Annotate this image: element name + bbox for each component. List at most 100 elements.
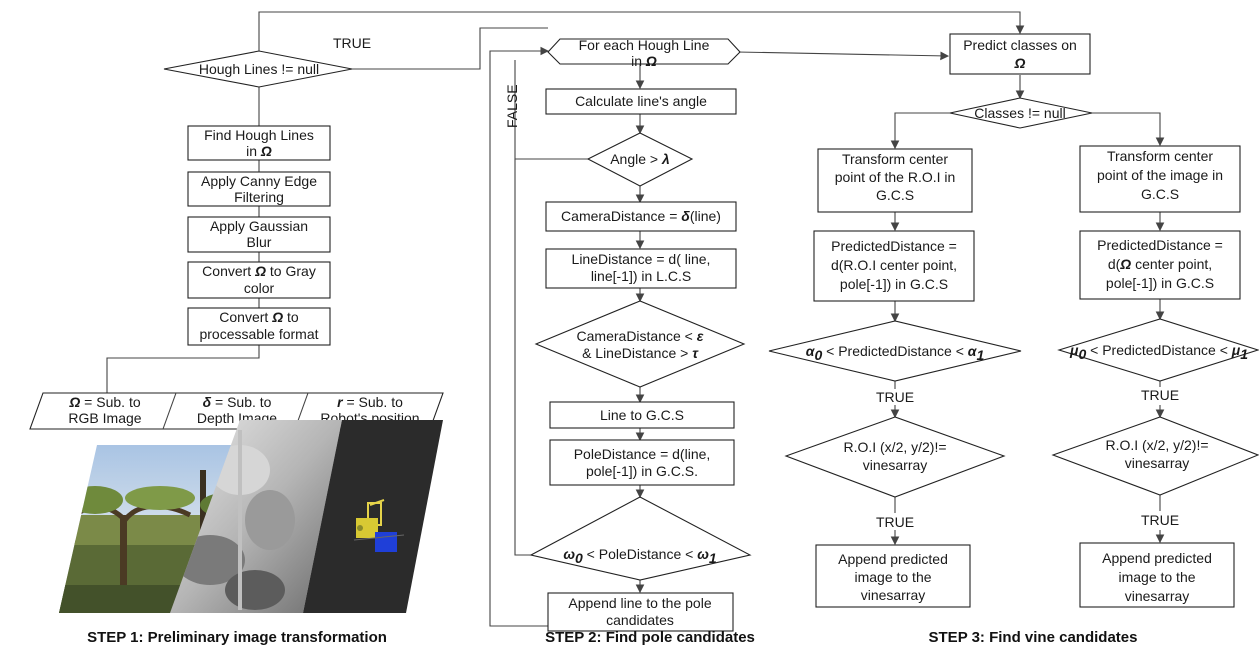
depth-image	[170, 420, 342, 613]
left-alpha-text: α0 < PredictedDistance < α1	[806, 343, 985, 363]
line-to-gcs-box: Line to G.C.S	[549, 401, 735, 429]
robot-position-image	[303, 420, 443, 613]
classes-decision: Classes != null	[949, 97, 1093, 129]
left-transform-box: Transform center point of the R.O.I in G…	[817, 148, 973, 213]
left-append-line2: image to the	[854, 569, 931, 585]
processable-box: Convert Ω to processable format	[187, 307, 331, 346]
calc-angle-text: Calculate line's angle	[575, 93, 707, 109]
true-label-step1: TRUE	[333, 35, 371, 51]
pole-distance-line1: PoleDistance = d(line,	[574, 446, 711, 462]
line-distance-box: LineDistance = d( line, line[-1]) in L.C…	[545, 248, 737, 289]
right-roi-line2: vinesarray	[1125, 455, 1190, 471]
classes-decision-text: Classes != null	[974, 105, 1065, 121]
right-append-line1: Append predicted	[1102, 550, 1212, 566]
left-alpha-decision: α0 < PredictedDistance < α1	[768, 320, 1022, 382]
right-predicted-line1: PredictedDistance =	[1097, 237, 1223, 253]
camera-distance-text: CameraDistance = δ(line)	[561, 208, 721, 224]
canny-box: Apply Canny Edge Filtering	[187, 171, 331, 207]
canny-line1: Apply Canny Edge	[201, 173, 317, 189]
hough-decision-text: Hough Lines != null	[199, 61, 319, 77]
gaussian-line2: Blur	[247, 234, 272, 250]
append-line2: candidates	[606, 612, 674, 628]
camera-distance-box: CameraDistance = δ(line)	[545, 201, 737, 232]
right-roi-decision: R.O.I (x/2, y/2)!= vinesarray	[1051, 416, 1259, 496]
step3: Predict classes on Ω Classes != null Tra…	[768, 33, 1259, 646]
right-roi-line1: R.O.I (x/2, y/2)!=	[1105, 437, 1208, 453]
predict-line2: Ω	[1014, 55, 1026, 71]
processable-line2: processable format	[199, 326, 318, 342]
right-predicted-line2: d(Ω center point,	[1108, 256, 1212, 272]
right-transform-line1: Transform center	[1107, 148, 1213, 164]
left-append-line1: Append predicted	[838, 551, 948, 567]
pole-distance-line2: pole[-1]) in G.C.S.	[586, 463, 698, 479]
right-predicted-box: PredictedDistance = d(Ω center point, po…	[1079, 230, 1241, 300]
input-depth-line1: δ = Sub. to	[203, 394, 272, 410]
right-predicted-line3: pole[-1]) in G.C.S	[1106, 275, 1214, 291]
gaussian-line1: Apply Gaussian	[210, 218, 308, 234]
input-robot-line1: r = Sub. to	[337, 394, 403, 410]
left-true-label-1: TRUE	[876, 389, 914, 405]
line-to-gcs-text: Line to G.C.S	[600, 407, 684, 423]
left-predicted-line3: pole[-1]) in G.C.S	[840, 276, 948, 292]
predict-line1: Predict classes on	[963, 37, 1077, 53]
sensor-images	[59, 420, 443, 613]
right-branch: Transform center point of the image in G…	[1051, 145, 1259, 608]
left-transform-line2: point of the R.O.I in	[835, 169, 956, 185]
left-branch: Transform center point of the R.O.I in G…	[768, 148, 1022, 608]
left-append-line3: vinesarray	[861, 587, 926, 603]
processable-line1: Convert Ω to	[219, 309, 299, 325]
left-roi-line1: R.O.I (x/2, y/2)!=	[843, 439, 946, 455]
append-line1: Append line to the pole	[568, 595, 711, 611]
left-append-box: Append predicted image to the vinesarray	[815, 544, 971, 608]
left-transform-line3: G.C.S	[876, 187, 914, 203]
right-append-box: Append predicted image to the vinesarray	[1079, 542, 1235, 608]
camera-line-decision: CameraDistance < ε & LineDistance > τ	[534, 300, 746, 388]
append-line-box: Append line to the pole candidates	[547, 592, 734, 632]
left-roi-decision: R.O.I (x/2, y/2)!= vinesarray	[784, 416, 1006, 498]
canny-line2: Filtering	[234, 189, 284, 205]
omega-decision: ω0 < PoleDistance < ω1	[529, 496, 752, 581]
step1-caption: STEP 1: Preliminary image transformation	[87, 629, 387, 646]
step3-caption: STEP 3: Find vine candidates	[929, 629, 1138, 646]
step2-caption: STEP 2: Find pole candidates	[545, 629, 755, 646]
line-distance-line2: line[-1]) in L.C.S	[591, 268, 691, 284]
step1: Hough Lines != null TRUE Find Hough Line…	[29, 35, 444, 646]
calc-angle-box: Calculate line's angle	[545, 88, 737, 115]
gray-box: Convert Ω to Gray color	[187, 261, 331, 299]
right-transform-box: Transform center point of the image in G…	[1079, 145, 1241, 213]
input-rgb-line1: Ω = Sub. to	[68, 394, 140, 410]
right-mu-text: μ0 < PredictedDistance < μ1	[1069, 342, 1248, 362]
false-label: FALSE	[504, 84, 520, 128]
angle-decision-text: Angle > λ	[610, 151, 670, 167]
left-predicted-line1: PredictedDistance =	[831, 238, 957, 254]
step2: For each Hough Line in Ω FALSE Calculate…	[504, 37, 755, 646]
for-each-line1: For each Hough Line	[579, 37, 710, 53]
right-transform-line2: point of the image in	[1097, 167, 1223, 183]
line-distance-line1: LineDistance = d( line,	[572, 251, 711, 267]
left-predicted-box: PredictedDistance = d(R.O.I center point…	[813, 230, 975, 302]
input-rgb-line2: RGB Image	[68, 410, 141, 426]
right-append-line2: image to the	[1118, 569, 1195, 585]
right-mu-decision: μ0 < PredictedDistance < μ1	[1057, 318, 1259, 382]
left-predicted-line2: d(R.O.I center point,	[831, 257, 957, 273]
right-true-label-2: TRUE	[1141, 512, 1179, 528]
camera-line-cond1: CameraDistance < ε	[577, 328, 704, 344]
gaussian-box: Apply Gaussian Blur	[187, 216, 331, 253]
hough-decision: Hough Lines != null	[163, 50, 353, 88]
find-hough-line1: Find Hough Lines	[204, 127, 314, 143]
gray-line1: Convert Ω to Gray	[202, 263, 316, 279]
camera-line-cond2: & LineDistance > τ	[582, 345, 699, 361]
pole-distance-box: PoleDistance = d(line, pole[-1]) in G.C.…	[549, 439, 735, 486]
omega-cond-text: ω0 < PoleDistance < ω1	[563, 546, 717, 566]
for-each-line2: in Ω	[631, 53, 657, 69]
left-transform-line1: Transform center	[842, 151, 948, 167]
right-transform-line3: G.C.S	[1141, 186, 1179, 202]
right-append-line3: vinesarray	[1125, 588, 1190, 604]
gray-line2: color	[244, 280, 275, 296]
angle-decision: Angle > λ	[586, 132, 694, 187]
find-hough-lines-box: Find Hough Lines in Ω	[187, 125, 331, 161]
predict-classes-box: Predict classes on Ω	[949, 33, 1091, 75]
find-hough-line2: in Ω	[246, 143, 272, 159]
connectors	[106, 11, 1165, 627]
